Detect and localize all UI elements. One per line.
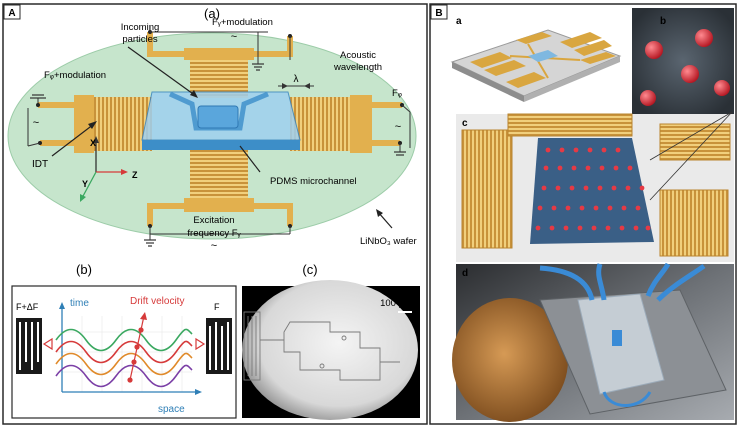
panel-b-tag-box	[430, 4, 448, 20]
panel-b-sub-d: d	[462, 268, 468, 279]
y-axis-label: Y	[82, 179, 88, 189]
idt-left-pad	[74, 95, 94, 153]
subpanel-b-label: (b)	[76, 262, 92, 277]
panel-b-sub-b: b	[660, 16, 666, 27]
panel-b-sub-a: a	[456, 16, 462, 27]
space-axis-label: space	[158, 404, 185, 415]
drift-velocity-label: Drift velocity	[130, 296, 184, 307]
tube-1	[539, 265, 595, 301]
acoustic-wavelength-label-1: Acoustic	[340, 50, 376, 61]
panel-a-tag: A	[8, 8, 15, 19]
excitation-tilde: ~	[211, 240, 217, 252]
drift-schematic	[16, 302, 232, 395]
coin	[452, 298, 568, 422]
tube-4	[656, 263, 706, 302]
micrograph-channel	[243, 311, 400, 381]
trapped-particles	[640, 29, 730, 106]
panel-b-tag: B	[435, 8, 442, 19]
idt-bottom-pad	[184, 198, 254, 212]
excitation-label-2: frequency Fᵧ	[187, 228, 241, 239]
tube-2	[596, 263, 607, 301]
fz-modulation-label: Fᵩ+modulation	[44, 70, 106, 81]
lambda-label: λ	[294, 74, 299, 85]
fz-right-label: Fᵩ	[392, 88, 402, 99]
time-axis-label: time	[70, 298, 89, 309]
idt-top	[190, 58, 248, 98]
panel-b-sub-c: c	[462, 118, 468, 129]
y-axis-arrow	[81, 171, 97, 199]
incoming-particles-label-1: Incoming	[121, 22, 160, 33]
idt-top-pad	[184, 48, 254, 60]
fy-modulation-label: Fᵧ+modulation	[212, 17, 273, 28]
right-frequency-label: F	[214, 302, 220, 312]
idt-bottom	[190, 150, 248, 198]
idt-right	[290, 97, 352, 151]
linbo3-wafer-label: LiNbO₃ wafer	[360, 236, 417, 247]
subpanel-a-label: (a)	[204, 6, 220, 21]
idt-label: IDT	[32, 159, 48, 170]
subpanel-c-label: (c)	[302, 262, 317, 277]
fy-tilde: ~	[231, 31, 237, 43]
z-axis-label: Z	[132, 170, 138, 180]
scale-bar-label: 100 μm	[380, 298, 412, 309]
particle-lattice	[530, 138, 654, 244]
left-frequency-label: F+ΔF	[16, 302, 39, 312]
saw-device-diagram	[7, 26, 417, 247]
incoming-particles-label-2: particles	[122, 34, 158, 45]
pdms-microchannel-label: PDMS microchannel	[270, 176, 357, 187]
acoustic-wavelength-label-2: wavelength	[333, 62, 382, 73]
excitation-label-1: Excitation	[193, 215, 234, 226]
x-axis-label: X	[90, 138, 96, 148]
fz-left-tilde: ~	[33, 117, 39, 129]
tube-3	[645, 262, 671, 297]
fz-right-tilde: ~	[395, 121, 401, 133]
idt-right-pad	[350, 95, 372, 153]
panel-a-tag-box	[3, 4, 21, 20]
lattice-idts	[461, 113, 731, 257]
chip-render	[450, 29, 622, 102]
